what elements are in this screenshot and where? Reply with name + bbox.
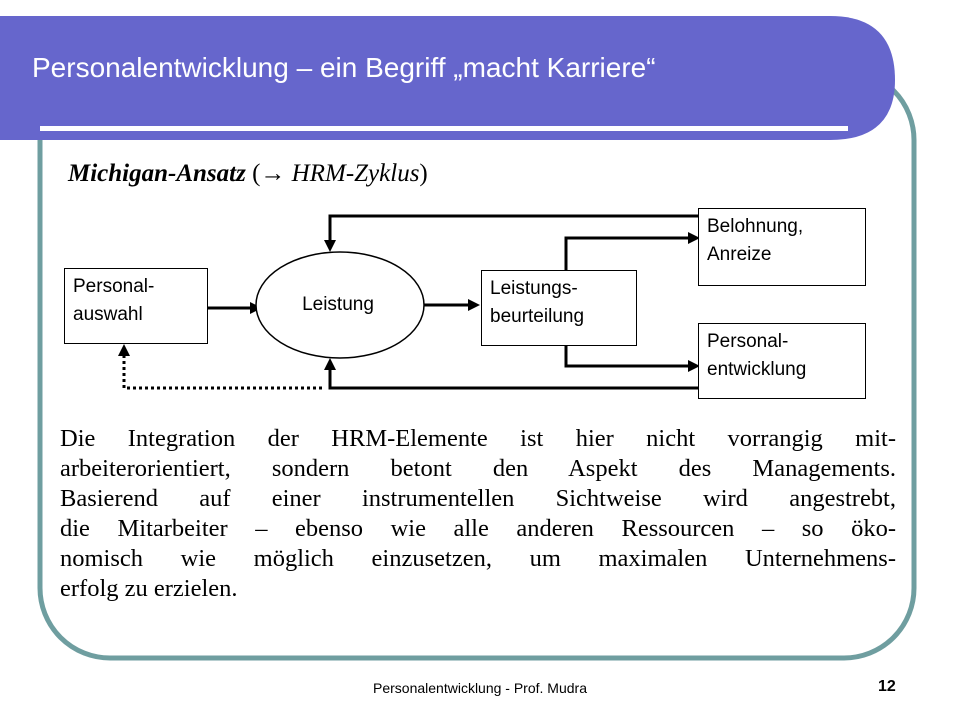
body-line: Basierend auf einer instrumentellen Sich… <box>60 485 896 512</box>
body-line: erfolg zu erzielen. <box>60 575 238 602</box>
arrow-icon: → <box>260 160 286 187</box>
subtitle-close: ) <box>419 160 428 187</box>
box-line: entwicklung <box>707 359 807 380</box>
body-line: nomisch wie möglich einzusetzen, um maxi… <box>60 545 896 572</box>
title-band <box>0 16 895 140</box>
box-line: Personal- <box>73 276 155 297</box>
body-line: Die Integration der HRM-Elemente ist hie… <box>60 425 896 452</box>
leistung-label: Leistung <box>302 294 374 315</box>
leistung-ellipse <box>255 251 425 359</box>
body-paragraph: Die Integration der HRM-Elemente ist hie… <box>60 424 896 604</box>
box-belohnung: Belohnung, Anreize <box>698 208 866 286</box>
box-personalauswahl: Personal- auswahl <box>64 268 208 344</box>
box-line: auswahl <box>73 304 143 325</box>
box-line: beurteilung <box>490 306 585 327</box>
page-number: 12 <box>878 678 896 695</box>
subtitle-bold: Michigan-Ansatz <box>68 160 246 187</box>
box-line: Leistungs- <box>490 278 578 299</box>
diagram-connectors <box>118 214 700 390</box>
subtitle-open: ( <box>245 160 261 187</box>
box-personalentwicklung: Personal- entwicklung <box>698 323 866 399</box>
slide-title: Personalentwicklung – ein Begriff „macht… <box>32 52 656 83</box>
box-leistungsbeurteilung: Leistungs- beurteilung <box>481 270 637 346</box>
subtitle-italic: HRM-Zyklus <box>285 160 420 187</box>
box-line: Personal- <box>707 331 789 352</box>
body-line: arbeiterorientiert, sondern betont den A… <box>60 455 896 482</box>
title-rule <box>40 126 848 131</box>
slide-footer: Personalentwicklung - Prof. Mudra <box>373 680 587 696</box>
box-line: Anreize <box>707 244 772 265</box>
box-line: Belohnung, <box>707 216 804 237</box>
body-line: die Mitarbeiter – ebenso wie alle andere… <box>60 515 896 542</box>
slide-subtitle: Michigan-Ansatz (→ HRM-Zyklus) <box>68 160 428 188</box>
